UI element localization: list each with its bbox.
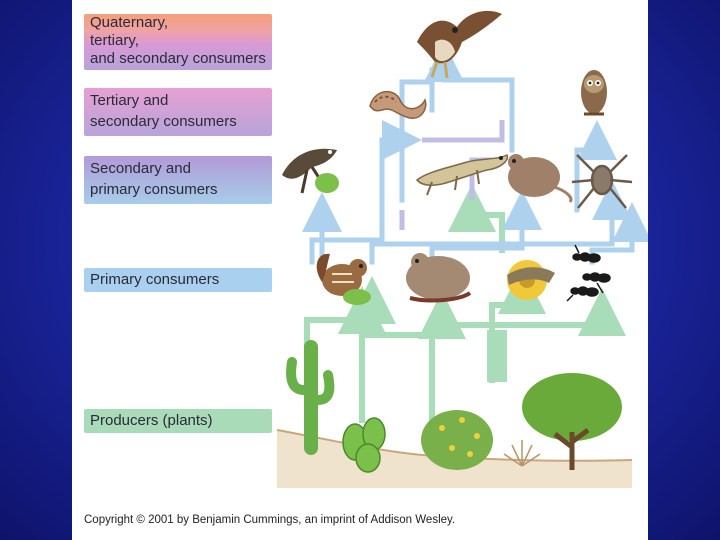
slide: Quaternary, tertiary, and secondary cons… bbox=[72, 0, 648, 540]
lizard-icon bbox=[415, 153, 509, 196]
legend-line: Quaternary, bbox=[90, 14, 169, 31]
blue-arrow bbox=[399, 79, 430, 153]
owl-icon bbox=[581, 70, 607, 116]
legend-primary-consumers: Primary consumers bbox=[84, 268, 272, 292]
consumer-arrows bbox=[302, 42, 648, 265]
legend-line: Tertiary and bbox=[90, 92, 169, 109]
squirrel-icon bbox=[316, 253, 371, 305]
legend-secondary-consumers: Secondary and primary consumers bbox=[84, 156, 272, 204]
grasshopper-flower-icon bbox=[507, 260, 555, 300]
food-web-illustration bbox=[276, 10, 648, 488]
legend-line: and secondary consumers bbox=[90, 50, 266, 67]
legend-line: Primary consumers bbox=[90, 271, 220, 288]
green-trunk bbox=[487, 330, 507, 382]
legend-line: tertiary, bbox=[90, 32, 139, 49]
ground-edge bbox=[276, 429, 633, 462]
purple-arrow bbox=[422, 120, 505, 143]
legend-line: primary consumers bbox=[90, 181, 218, 198]
blue-arrow bbox=[574, 120, 617, 213]
legend-line: Producers (plants) bbox=[90, 412, 213, 429]
copyright-notice: Copyright © 2001 by Benjamin Cummings, a… bbox=[84, 514, 456, 526]
ants-icon bbox=[566, 244, 611, 302]
legend-tertiary-consumers: Tertiary and secondary consumers bbox=[84, 88, 272, 136]
snake-icon bbox=[369, 91, 427, 119]
dry-bush-icon bbox=[503, 440, 541, 467]
roadrunner-icon bbox=[282, 148, 339, 194]
mesquite-tree-icon bbox=[522, 373, 622, 470]
blue-arrow bbox=[309, 120, 422, 265]
green-arrow bbox=[448, 184, 505, 253]
green-arrow bbox=[429, 288, 626, 433]
rat-icon bbox=[508, 154, 573, 203]
legend-line: Secondary and bbox=[90, 160, 191, 177]
legend-line: secondary consumers bbox=[90, 113, 237, 130]
legend-producers: Producers (plants) bbox=[84, 409, 272, 433]
blue-arrow bbox=[429, 190, 542, 265]
packrat-icon bbox=[406, 253, 472, 303]
legend-quaternary-consumers: Quaternary, tertiary, and secondary cons… bbox=[84, 14, 272, 70]
spider-icon bbox=[571, 154, 633, 209]
saguaro-cactus-icon bbox=[286, 340, 335, 455]
brittlebush-icon bbox=[421, 410, 493, 470]
blue-arrow bbox=[424, 42, 515, 153]
hawk-icon bbox=[417, 10, 502, 79]
prickly-pear-icon bbox=[342, 417, 386, 473]
